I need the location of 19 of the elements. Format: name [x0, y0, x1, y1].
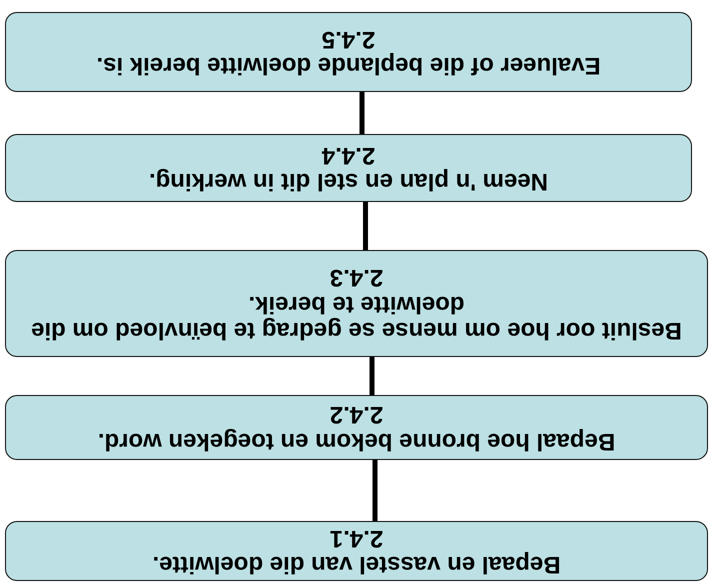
connector-line [360, 92, 364, 134]
step-text: Bepaal hoe bronne bekom en toegeken word. [98, 428, 616, 454]
step-number: 2.4.4 [322, 142, 376, 168]
step-text: Evalueer of die beplande doelwitte bereik is. [96, 52, 601, 78]
process-box [5, 250, 708, 357]
connector-line [363, 202, 368, 250]
process-box [5, 12, 692, 92]
process-box [5, 395, 708, 460]
process-box [5, 521, 708, 581]
step-number: 2.4.2 [330, 401, 384, 428]
connector-line [370, 357, 374, 395]
step-number: 2.4.3 [330, 264, 384, 290]
step-number: 2.4.5 [322, 26, 376, 52]
step-text: Bepaal en vasstel van die doelwitte. [152, 551, 561, 578]
step-text: Besluit oor hoe om mense se gedrag te beïnvloed om die doelwitte te bereik. [30, 290, 683, 344]
step-text: Neem 'n plan en stel dit in werking. [148, 168, 548, 194]
connector-line [372, 460, 378, 521]
process-box [5, 134, 692, 202]
step-number: 2.4.1 [330, 524, 384, 551]
